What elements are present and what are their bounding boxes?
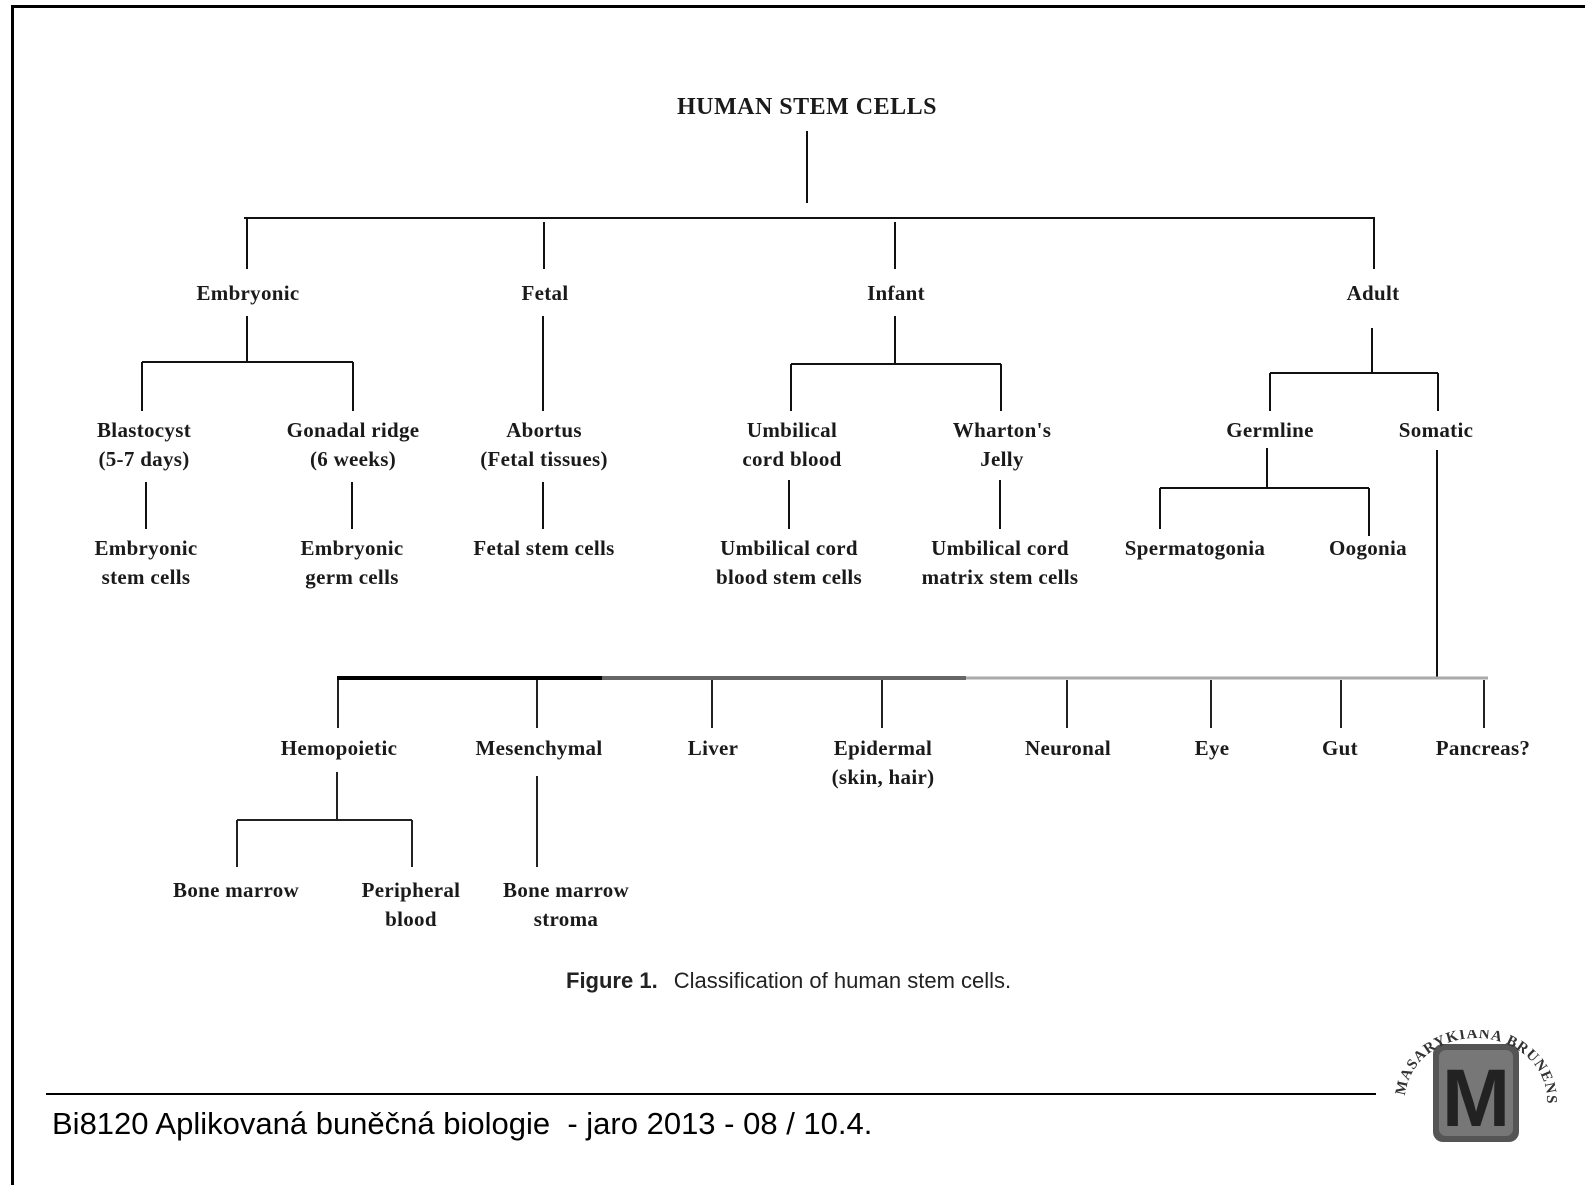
node-embryonic: Embryonic	[196, 281, 300, 305]
node-ucb-stem-cells: Umbilical cord blood stem cells	[716, 536, 862, 589]
node-gut: Gut	[1322, 736, 1358, 760]
node-germline: Germline	[1226, 418, 1314, 442]
node-somatic: Somatic	[1398, 418, 1474, 442]
university-logo: M MASARYKIANA BRUNENSIS	[1385, 1030, 1558, 1144]
node-hemopoietic: Hemopoietic	[280, 736, 398, 760]
node-epidermal: Epidermal (skin, hair)	[831, 736, 935, 789]
figure-number: Figure 1.	[566, 968, 658, 993]
node-fetal: Fetal	[521, 281, 569, 305]
node-gonadal-ridge: Gonadal ridge (6 weeks)	[286, 418, 420, 471]
logo-letter: M	[1442, 1053, 1510, 1144]
node-pancreas: Pancreas?	[1435, 736, 1531, 760]
node-mesenchymal: Mesenchymal	[475, 736, 603, 760]
slide-frame	[11, 5, 1585, 1185]
node-neuronal: Neuronal	[1024, 736, 1112, 760]
node-blastocyst: Blastocyst (5-7 days)	[97, 418, 191, 471]
figure-caption-text: Classification of human stem cells.	[673, 968, 1012, 993]
node-spermatogonia: Spermatogonia	[1124, 536, 1266, 560]
root-node: HUMAN STEM CELLS	[676, 94, 938, 120]
footer-rule	[46, 1093, 1376, 1095]
node-infant: Infant	[867, 281, 925, 305]
node-peripheral-blood: Peripheral blood	[361, 878, 461, 931]
node-whartons-jelly: Wharton's Jelly	[952, 418, 1052, 471]
figure-caption: Figure 1. Classification of human stem ce…	[566, 968, 1011, 994]
node-umbilical-cord-blood: Umbilical cord blood	[742, 418, 842, 471]
node-bone-marrow-stroma: Bone marrow stroma	[503, 878, 629, 931]
node-abortus: Abortus (Fetal tissues)	[480, 418, 608, 471]
node-eye: Eye	[1194, 736, 1230, 760]
node-bone-marrow: Bone marrow	[173, 878, 299, 902]
node-ucm-stem-cells: Umbilical cord matrix stem cells	[921, 536, 1079, 589]
node-adult: Adult	[1346, 281, 1400, 305]
node-liver: Liver	[687, 736, 739, 760]
node-oogonia: Oogonia	[1329, 536, 1407, 560]
node-embryonic-stem-cells: Embryonic stem cells	[94, 536, 198, 589]
node-fetal-stem-cells: Fetal stem cells	[473, 536, 615, 560]
footer-text: Bi8120 Aplikovaná buněčná biologie - jar…	[52, 1106, 873, 1141]
node-embryonic-germ-cells: Embryonic germ cells	[300, 536, 404, 589]
